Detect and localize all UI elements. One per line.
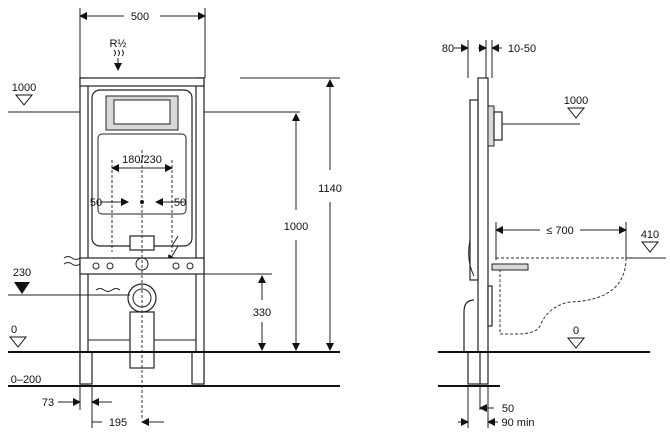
dim-50-bottom-label: 50: [502, 403, 514, 415]
frame-top-rail: [79, 77, 205, 87]
frame-left-foot: [79, 351, 93, 385]
bowl-700-label: ≤ 700: [546, 225, 573, 237]
side-cistern: [469, 99, 479, 281]
frame-left-upright: [79, 77, 89, 385]
wc-bowl-outline: [496, 257, 627, 335]
electric-connection-icon: [171, 235, 179, 257]
level-marker-filled-icon: [14, 282, 30, 294]
range-0-200-label: 0–200: [11, 374, 42, 386]
depth-80-label: 80: [442, 43, 454, 55]
spacing-180-230-label: 180/230: [122, 154, 162, 166]
frame-right-upright: [195, 77, 205, 385]
side-view: 80 10-50 1000 ≤ 700 410 0: [438, 40, 666, 429]
dim-73-label: 73: [42, 397, 54, 409]
dim-195-label: 195: [109, 417, 127, 429]
width-500-label: 500: [131, 11, 149, 23]
right-50-label: 50: [174, 197, 186, 209]
level-1000-left-label: 1000: [12, 82, 36, 94]
water-pipe-icon: [63, 256, 81, 266]
side-frame-upright: [477, 77, 489, 385]
level-1000-mid-label: 1000: [284, 221, 308, 233]
level-0-left-label: 0: [11, 324, 17, 336]
level-230-label: 230: [13, 267, 31, 279]
bowl-connector: [491, 263, 529, 271]
dim-90-min-label: 90 min: [501, 417, 534, 429]
frame-right-foot: [191, 351, 205, 385]
side-flush-plate: [487, 105, 495, 147]
water-supply-icon: [113, 49, 124, 57]
level-marker-icon: [14, 94, 34, 106]
range-10-50-label: 10-50: [508, 43, 536, 55]
level-0-right-label: 0: [573, 325, 579, 337]
level-410-label: 410: [641, 229, 659, 241]
side-frame-foot: [467, 351, 481, 385]
height-1140-label: 1140: [318, 183, 342, 195]
side-drain-bend: [463, 299, 475, 353]
water-inlet-label: R½: [109, 38, 126, 50]
left-50-label: 50: [90, 197, 102, 209]
height-330-label: 330: [253, 307, 271, 319]
level-1000-right-label: 1000: [564, 95, 588, 107]
front-view: 500 R½: [8, 8, 342, 429]
